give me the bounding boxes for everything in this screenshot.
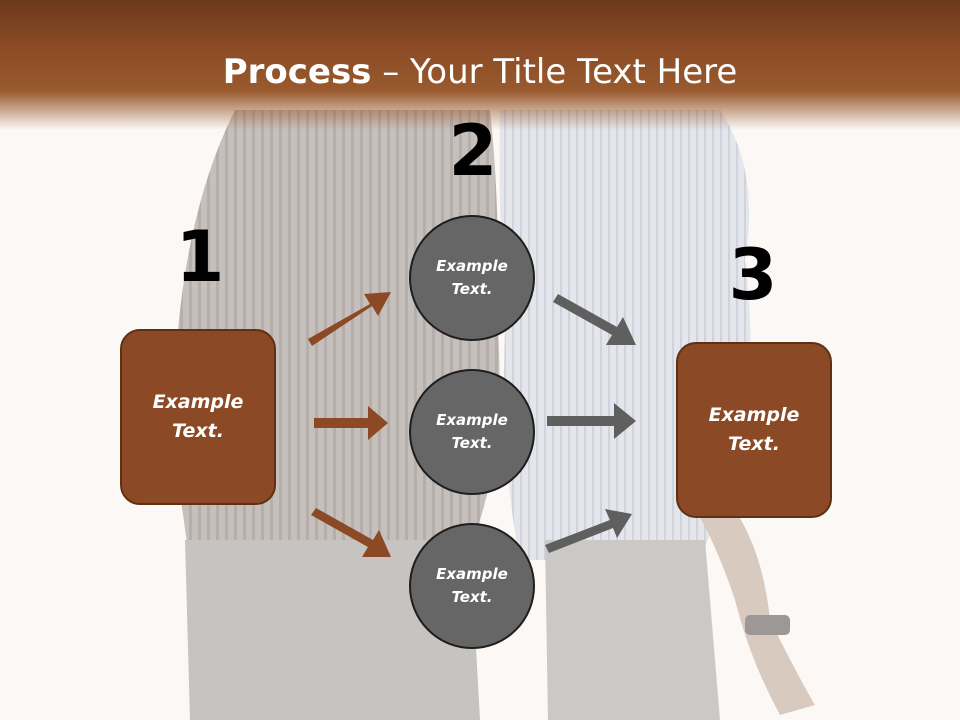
left-box-line-1: Example [152, 391, 244, 413]
step-number-2: 2 [448, 110, 498, 192]
arrow-left-to-middle-icon [314, 406, 388, 440]
left-box-line-2: Text. [172, 420, 224, 442]
title-rest: – Your Title Text Here [371, 52, 738, 92]
circle-bottom-line-1: Example [436, 565, 508, 583]
right-box-line-2: Text. [728, 433, 780, 455]
right-box-line-1: Example [708, 404, 800, 426]
arrow-bottom-to-right-icon [545, 509, 632, 553]
circle-top-line-1: Example [436, 257, 508, 275]
arrow-left-to-bottom-icon [311, 508, 391, 557]
arrow-left-to-top-icon [308, 292, 391, 346]
title-strong: Process [222, 52, 372, 92]
circle-middle-line-2: Text. [451, 434, 493, 452]
step-number-1: 1 [175, 216, 225, 298]
arrow-middle-to-right-icon [547, 403, 636, 439]
circle-bottom-line-2: Text. [451, 588, 493, 606]
circle-top-line-2: Text. [451, 280, 493, 298]
circle-middle-line-1: Example [436, 411, 508, 429]
page-title: Process – Your Title Text Here [0, 52, 960, 92]
title-bar [0, 0, 960, 130]
step-number-3: 3 [728, 234, 778, 316]
arrow-top-to-right-icon [553, 294, 636, 345]
